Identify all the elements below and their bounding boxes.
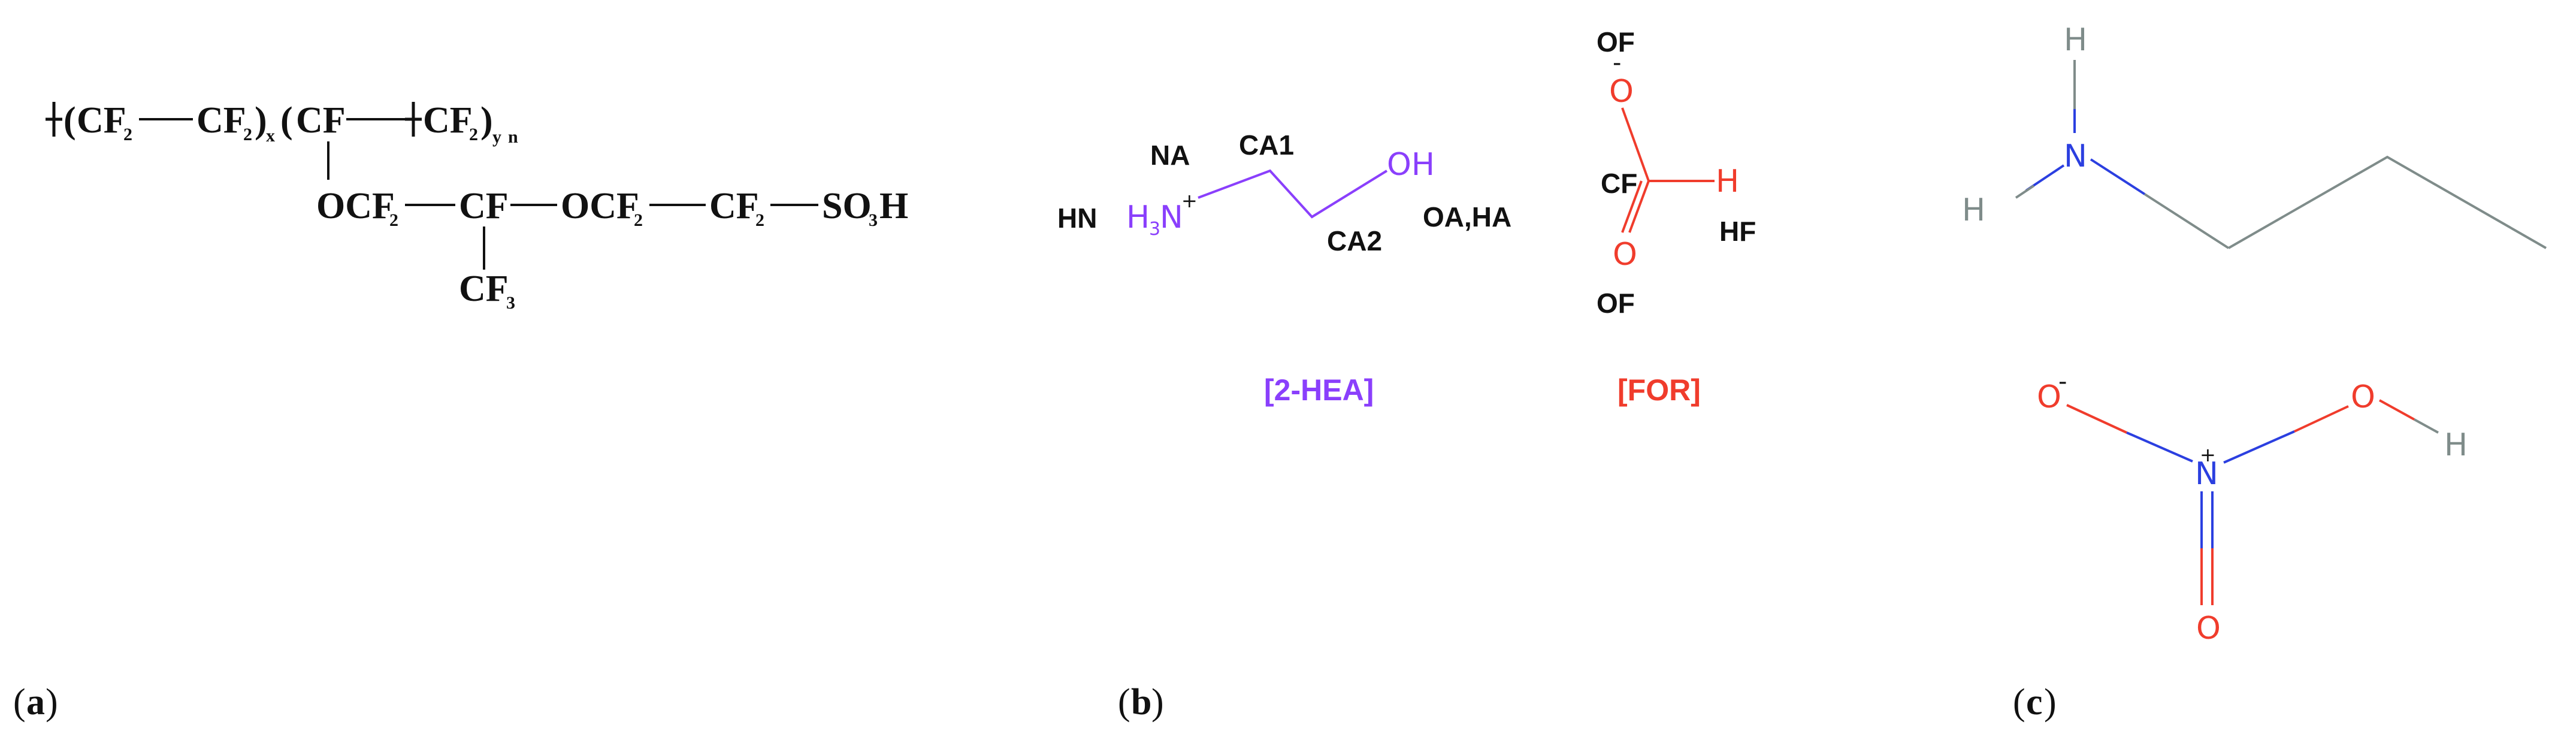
atom-label-of-bottom: OF: [1597, 288, 1635, 319]
sub-y: y: [492, 127, 501, 147]
panel-label-a: ( a ): [13, 682, 58, 723]
bond-n-c-blue: [2090, 158, 2146, 195]
cf-group-1: CF: [77, 100, 126, 141]
label-b-letter: b: [1131, 682, 1151, 723]
label-a-letter: a: [26, 682, 45, 723]
atom-label-oa-ha: OA,HA: [1423, 201, 1511, 232]
cf-group-3: CF: [296, 100, 346, 141]
cf-group-7: CF: [459, 268, 509, 309]
sub-x: x: [266, 126, 275, 146]
molecule-name-for: [FOR]: [1617, 373, 1701, 407]
bond-c-o-double-1: [1628, 180, 1650, 233]
atom-h-amine-left: H: [1962, 192, 1985, 228]
paren-close-2: ): [480, 100, 493, 141]
paren-open-1: (: [64, 100, 76, 141]
atom-o-top: O: [1609, 74, 1634, 110]
atom-o-nitric-left: O: [2037, 379, 2061, 415]
atom-label-na: NA: [1150, 140, 1190, 171]
atom-h3n-3: 3: [1149, 219, 1160, 240]
atom-n-nitric: N: [2195, 456, 2218, 492]
label-a-open: (: [13, 682, 26, 723]
atom-o-nitric-right: O: [2351, 379, 2375, 415]
bond-n-c-gray: [2143, 193, 2230, 249]
atom-label-cf: CF: [1601, 168, 1637, 199]
bond-c-o-double-2: [1621, 180, 1643, 233]
bond-o-h-red: [2379, 399, 2415, 421]
atom-h-amine-top: H: [2064, 22, 2087, 58]
bracket-left: [46, 102, 62, 137]
molecule-name-hea: [2-HEA]: [1264, 373, 1374, 407]
atom-label-of-top: OF: [1597, 26, 1635, 58]
label-c-letter: c: [2026, 682, 2043, 723]
amine-carbon-chain: [2228, 155, 2547, 249]
panel-label-c: ( c ): [2013, 682, 2057, 723]
sub-2-f: 2: [755, 210, 764, 230]
atom-oh: OH: [1387, 147, 1435, 183]
bond-o-n-left-red: [2066, 404, 2127, 434]
bond-nh-left-gray: [2015, 185, 2035, 199]
atom-label-hn: HN: [1057, 203, 1097, 234]
sub-2-e: 2: [634, 210, 643, 230]
charge-plus-nitric: +: [2200, 443, 2216, 466]
cf-group-6: CF: [709, 186, 759, 226]
sub-3-a: 3: [869, 210, 878, 230]
atom-n-amine: N: [2064, 138, 2087, 174]
hea-carbon-chain: [1198, 169, 1388, 219]
sub-2-d: 2: [389, 210, 398, 230]
atom-label-ca2: CA2: [1327, 225, 1382, 256]
bond-o-h-gray: [2414, 418, 2439, 434]
paren-close-1: ): [255, 100, 267, 141]
atom-h3n-h: H: [1126, 200, 1150, 235]
atom-o-nitric-bottom: O: [2196, 611, 2221, 647]
bond-n-o-right-blue: [2223, 430, 2295, 464]
sub-3-b: 3: [506, 293, 515, 313]
sub-2-a: 2: [123, 125, 132, 144]
charge-minus-for: -: [1613, 49, 1621, 77]
label-b-close: ): [1151, 682, 1164, 723]
label-b-open: (: [1118, 682, 1130, 723]
label-a-close: ): [46, 682, 58, 723]
charge-plus-hea: +: [1181, 189, 1198, 212]
so-group: SO: [822, 186, 872, 226]
cf-group-4: CF: [423, 100, 473, 141]
panel-a-nafion-structure: ( CF 2 CF 2 ) x ( CF CF 2 ) y n OCF 2 CF…: [46, 100, 908, 313]
label-c-close: ): [2044, 682, 2057, 723]
paren-open-2: (: [280, 100, 293, 141]
atom-h-nitric: H: [2444, 427, 2468, 463]
panel-b-hea-formate: HN NA H 3 N + OH CA1 CA2 OA,HA OF - O H …: [1057, 26, 1756, 407]
atom-h3n-n: N: [1160, 200, 1183, 235]
cf-group-5: CF: [459, 186, 509, 226]
panel-c-amine-nitric: H N H O - + N O H O: [1962, 22, 2547, 647]
label-c-open: (: [2013, 682, 2025, 723]
bond-c-o-single: [1621, 107, 1650, 182]
sub-2-c: 2: [469, 125, 478, 144]
atom-label-hf: HF: [1719, 216, 1756, 247]
atom-label-ca1: CA1: [1239, 129, 1294, 161]
h-atom-a: H: [879, 186, 908, 226]
ocf-group-1: OCF: [316, 186, 395, 226]
bond-o-n-left-blue: [2126, 431, 2193, 463]
atom-h-for: H: [1716, 164, 1739, 200]
ocf-group-2: OCF: [561, 186, 639, 226]
cf-group-2: CF: [196, 100, 246, 141]
bond-n-o-right-red: [2294, 405, 2349, 433]
panel-label-b: ( b ): [1118, 682, 1164, 723]
sub-2-b: 2: [243, 125, 252, 144]
charge-minus-nitric: -: [2058, 368, 2067, 395]
sub-n: n: [508, 127, 518, 147]
atom-o-bottom: O: [1613, 237, 1637, 273]
